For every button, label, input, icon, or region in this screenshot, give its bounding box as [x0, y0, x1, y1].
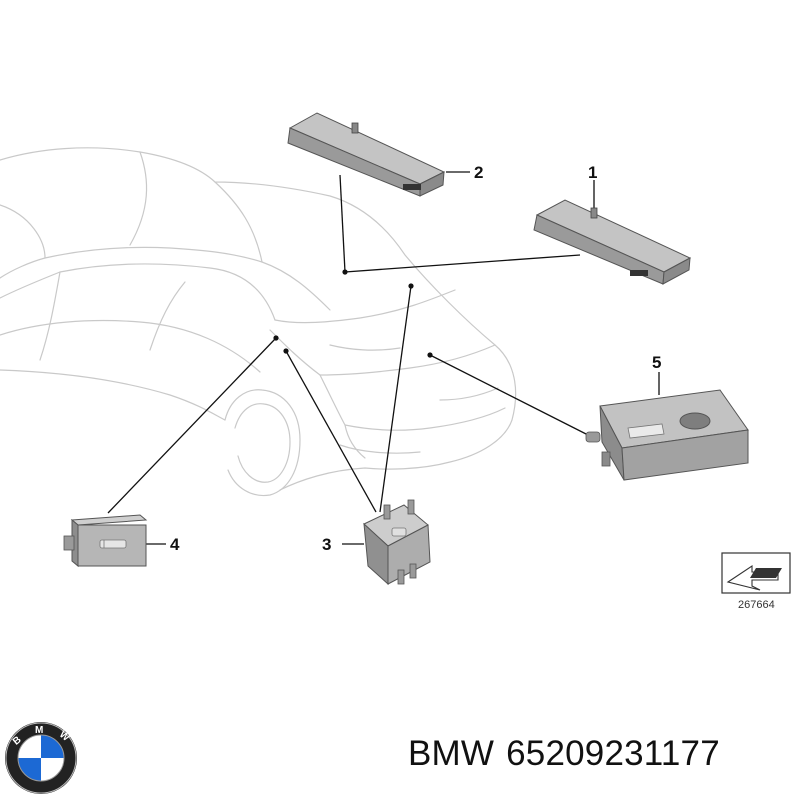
- reference-box: 267664: [721, 552, 791, 611]
- part-2-antenna-module: [287, 112, 446, 197]
- bmw-logo: B M W: [5, 722, 77, 794]
- part-3-amplifier: [363, 499, 431, 586]
- brand-name: BMW: [408, 734, 495, 773]
- leader-lines: [107, 171, 660, 545]
- part-number: 65209231177: [506, 734, 720, 773]
- part-caption: BMW 65209231177: [408, 734, 720, 774]
- part-4-module: [63, 514, 148, 568]
- callout-4: 4: [170, 535, 180, 554]
- diagram-reference-number: 267664: [738, 599, 775, 611]
- callout-5: 5: [652, 353, 661, 372]
- callout-2: 2: [474, 163, 483, 182]
- part-5-control-unit: [585, 389, 749, 481]
- callout-3: 3: [322, 535, 331, 554]
- logo-letter-m: M: [35, 725, 43, 736]
- car-outline: [0, 147, 517, 497]
- part-1-antenna-module: [533, 199, 692, 285]
- callout-1: 1: [588, 163, 597, 182]
